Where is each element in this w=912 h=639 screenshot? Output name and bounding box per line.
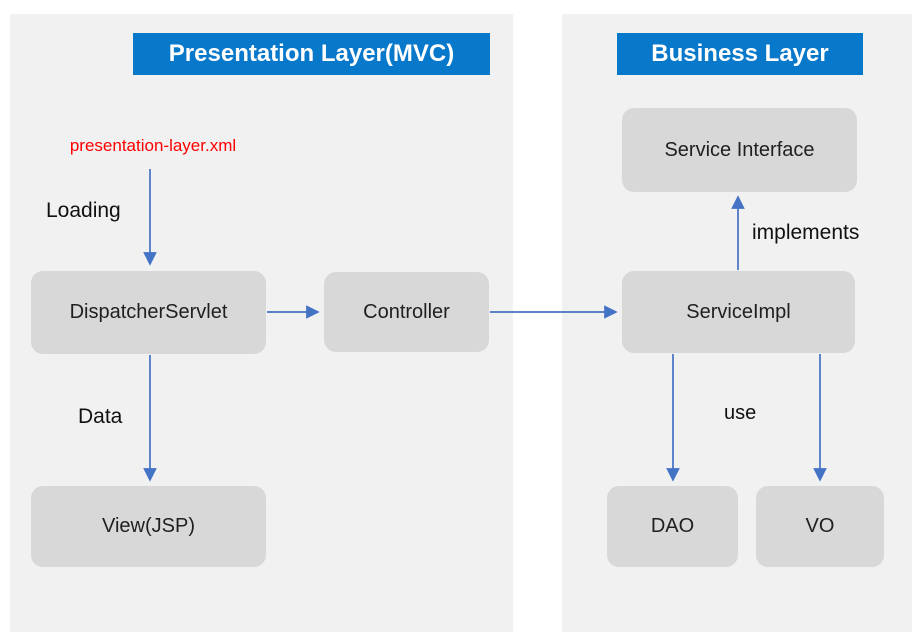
presentation-layer-title: Presentation Layer(MVC) (133, 33, 490, 75)
node-controller: Controller (324, 272, 489, 352)
node-dao-label: DAO (650, 515, 695, 537)
node-view-jsp: View(JSP) (31, 486, 266, 567)
node-service-impl-label: ServiceImpl (686, 300, 791, 323)
node-dispatcher-servlet-label: DispatcherServlet (69, 301, 228, 323)
data-label: Data (78, 405, 123, 428)
node-dispatcher-servlet: DispatcherServlet (31, 271, 266, 354)
node-vo: VO (756, 486, 884, 567)
node-service-interface: Service Interface (622, 108, 857, 192)
node-vo-label: VO (805, 515, 835, 537)
node-controller-label: Controller (363, 300, 450, 323)
implements-label: implements (752, 221, 860, 244)
node-view-jsp-label: View(JSP) (102, 515, 195, 537)
loading-label: Loading (46, 199, 121, 222)
use-label: use (724, 402, 757, 424)
business-layer-title: Business Layer (617, 33, 863, 75)
config-file-label: presentation-layer.xml (69, 136, 237, 155)
node-service-impl: ServiceImpl (622, 271, 855, 353)
node-service-interface-label: Service Interface (664, 138, 815, 161)
node-dao: DAO (607, 486, 738, 567)
